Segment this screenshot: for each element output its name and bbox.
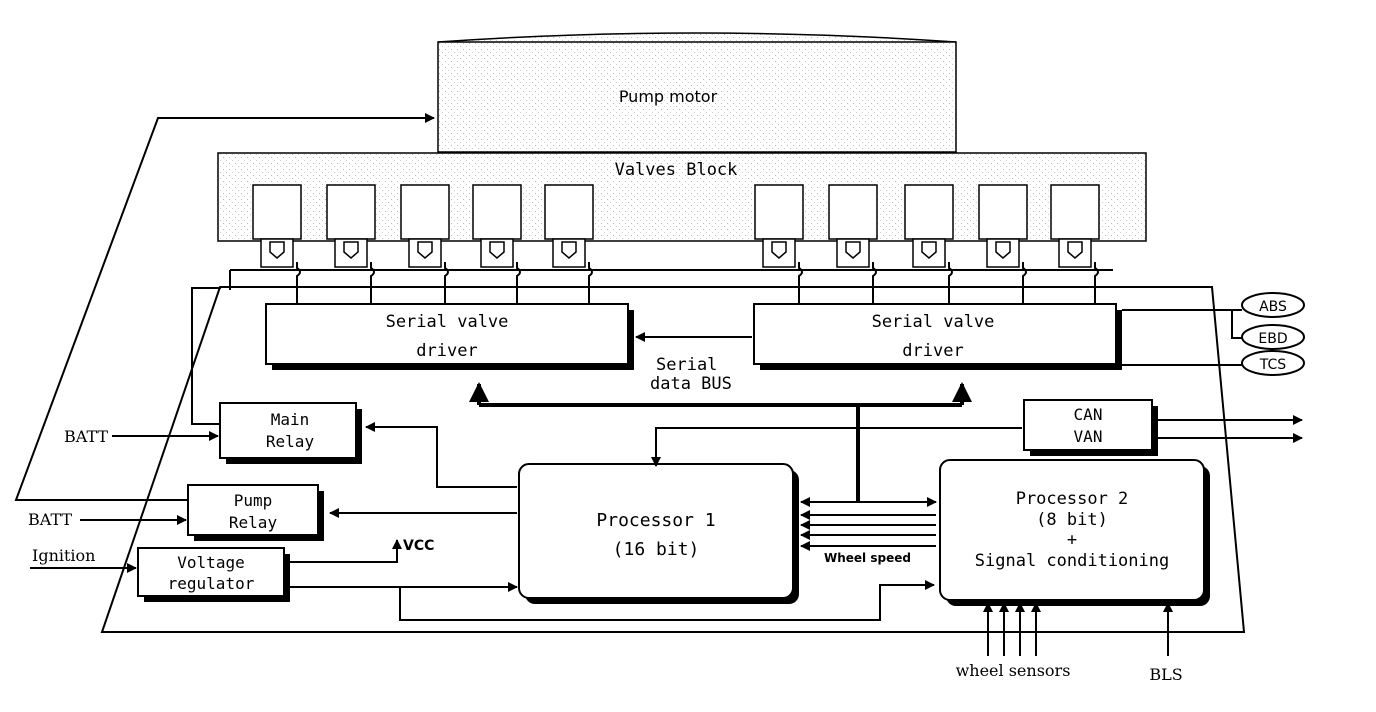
valves-block-label: Valves Block — [615, 160, 738, 180]
processor-1-line1: Processor 1 — [596, 510, 715, 531]
serial-bus-label-line1: Serial — [656, 355, 717, 375]
valve-solenoid — [754, 184, 804, 304]
wheel-speed-label: Wheel speed — [824, 551, 911, 565]
pump-relay-line2: Relay — [229, 513, 278, 532]
main-relay-line2: Relay — [266, 432, 315, 451]
inter-processor-links — [800, 497, 937, 551]
serial-driver-right-line2: driver — [902, 341, 963, 361]
can-label: CAN — [1074, 405, 1103, 424]
valve-solenoid — [828, 184, 878, 304]
vcc-label: VCC — [403, 538, 434, 554]
ignition-label: Ignition — [32, 546, 95, 565]
valve-solenoid — [978, 184, 1028, 304]
voltage-regulator: Voltage regulator — [137, 547, 290, 602]
pump-motor-label: Pump motor — [619, 87, 718, 106]
valve-solenoid — [904, 184, 954, 304]
pump-relay: Pump Relay — [187, 484, 324, 541]
processor-1: Processor 1 (16 bit) — [518, 463, 799, 604]
pump-relay-line1: Pump — [234, 491, 273, 510]
valve-solenoid — [1050, 184, 1100, 304]
processor-2-line2: (8 bit) — [1036, 510, 1108, 530]
processor-2-line3: + — [1067, 530, 1077, 550]
voltage-regulator-line2: regulator — [168, 574, 255, 593]
serial-driver-left-line1: Serial valve — [386, 312, 509, 332]
processor-2-line1: Processor 2 — [1016, 489, 1129, 509]
batt-pump-label: BATT — [28, 510, 72, 529]
serial-valve-driver-right: Serial valve driver — [753, 303, 1122, 370]
serial-bus-label-line2: data BUS — [650, 374, 732, 394]
processor-2: Processor 2 (8 bit) + Signal conditionin… — [939, 459, 1210, 606]
valve-solenoids — [252, 184, 1100, 304]
valve-solenoid — [326, 184, 376, 304]
bls-label: BLS — [1149, 665, 1182, 684]
wheel-sensors-label: wheel sensors — [956, 661, 1071, 680]
valve-solenoid — [544, 184, 594, 304]
abs-label: ABS — [1259, 299, 1287, 315]
serial-valve-driver-left: Serial valve driver — [265, 303, 634, 370]
can-van-interface: CAN VAN — [1023, 399, 1158, 456]
ebd-label: EBD — [1258, 331, 1287, 347]
valve-solenoid — [400, 184, 450, 304]
pump-motor-feed — [14, 113, 435, 501]
wheel-sensor-inputs — [983, 602, 1041, 656]
pump-motor: Pump motor — [437, 32, 957, 153]
tcs-label: TCS — [1259, 357, 1287, 373]
main-relay-line1: Main — [271, 410, 310, 429]
valve-solenoid — [472, 184, 522, 304]
processor-2-line4: Signal conditioning — [975, 551, 1169, 571]
function-outputs: ABS EBD TCS — [1122, 292, 1305, 376]
valve-solenoid — [252, 184, 302, 304]
voltage-regulator-line1: Voltage — [177, 553, 244, 572]
serial-driver-left-line2: driver — [416, 341, 477, 361]
ecu-board-outline — [100, 286, 1246, 633]
serial-driver-right-line1: Serial valve — [872, 312, 995, 332]
processor-1-line2: (16 bit) — [613, 539, 700, 560]
batt-main-label: BATT — [64, 427, 108, 446]
main-relay: Main Relay — [219, 402, 362, 464]
van-label: VAN — [1074, 427, 1103, 446]
